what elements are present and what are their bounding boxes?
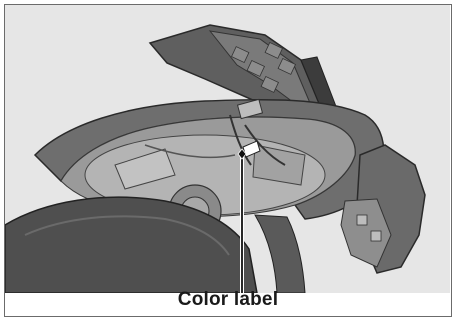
callout-label: Color label	[5, 289, 451, 311]
figure-frame: Color label	[4, 4, 452, 317]
motorcycle-underseat-illustration	[5, 5, 450, 293]
